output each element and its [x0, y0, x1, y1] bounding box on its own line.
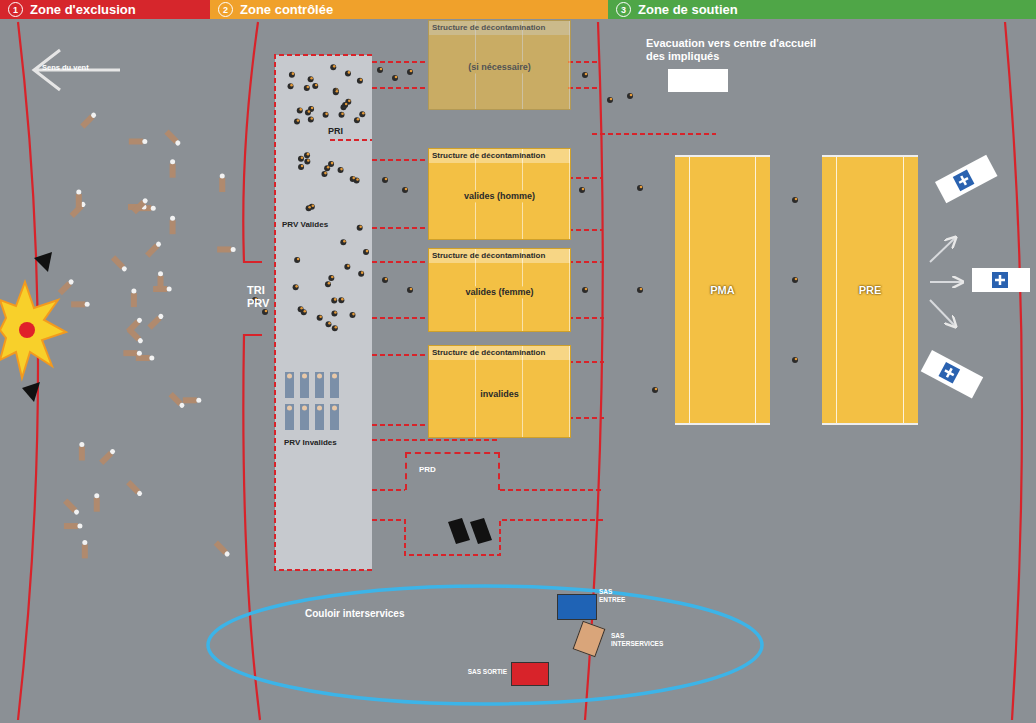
evacuation-post: PRE [822, 155, 918, 425]
area-label: PRI [328, 126, 358, 136]
sas-label: SAS INTERSERVICES [611, 632, 651, 648]
decon-structure: Structure de décontamination (si nécessai… [428, 20, 571, 110]
structure-label: (si nécessaire) [465, 61, 534, 73]
corridor-label: Couloir interservices [305, 608, 404, 619]
ambulances [921, 155, 1030, 399]
structure-heading: Structure de décontamination [429, 346, 570, 360]
structure-heading: Structure de décontamination [429, 21, 570, 35]
zone-band: 2 Zone contrôlée [210, 0, 608, 19]
decon-structure: Structure de décontamination invalides [428, 345, 571, 438]
decon-structure: Structure de décontamination valides (fem… [428, 248, 571, 332]
zone-boundaries [18, 22, 1022, 720]
structure-label: invalides [477, 388, 522, 400]
medical-post: PMA [675, 155, 770, 425]
sas-label: SAS ENTREE [599, 588, 639, 604]
sas-box: SAS SORTIE [511, 662, 547, 684]
structure-heading: Structure de décontamination [429, 149, 570, 163]
dashed-corridors [275, 55, 716, 570]
zone-band: 1 Zone d'exclusion [0, 0, 210, 19]
evacuation-box [668, 69, 728, 92]
structure-label: valides (homme) [461, 190, 538, 202]
zone-title: Zone d'exclusion [30, 2, 136, 17]
zone-number: 2 [218, 2, 233, 17]
zone-number: 3 [616, 2, 631, 17]
people [58, 64, 798, 558]
exit-arrows [930, 238, 962, 326]
structure-label: valides (femme) [462, 286, 536, 298]
wind-arrow [34, 50, 120, 90]
evacuation-label: Evacuation vers centre d'accueil des imp… [646, 37, 838, 63]
prv-strip [275, 55, 372, 570]
corridor-ellipse [205, 580, 765, 710]
sas-box: SAS INTERSERVICES [577, 624, 599, 652]
post-label: PMA [708, 283, 736, 297]
wind-label: Sens du vent [42, 64, 112, 73]
sas-block [573, 621, 606, 657]
zone-number: 1 [8, 2, 23, 17]
prd-label: PRD [419, 465, 436, 474]
interservice-corridor: SAS ENTREE SAS INTERSERVICES SAS SORTIE Cou… [205, 580, 765, 710]
evacuation-point: Evacuation vers centre d'accueil des imp… [646, 37, 838, 107]
zone-title: Zone contrôlée [240, 2, 333, 17]
area-label: PRV Invalides [284, 438, 344, 447]
area-label: PRV Valides [282, 220, 332, 229]
prd-area: PRD [405, 452, 500, 490]
explosion [0, 282, 66, 378]
triage-label: TRI PRV [247, 284, 275, 309]
decon-structure: Structure de décontamination valides (hom… [428, 148, 571, 240]
black-markers [22, 252, 492, 544]
sas-box: SAS ENTREE [557, 594, 595, 618]
sas-label: SAS SORTIE [467, 668, 507, 676]
zone-title: Zone de soutien [638, 2, 738, 17]
sas-block [511, 662, 549, 686]
sas-block [557, 594, 597, 620]
zone-band: 3 Zone de soutien [608, 0, 1036, 19]
post-label: PRE [857, 283, 884, 297]
structure-heading: Structure de décontamination [429, 249, 570, 263]
